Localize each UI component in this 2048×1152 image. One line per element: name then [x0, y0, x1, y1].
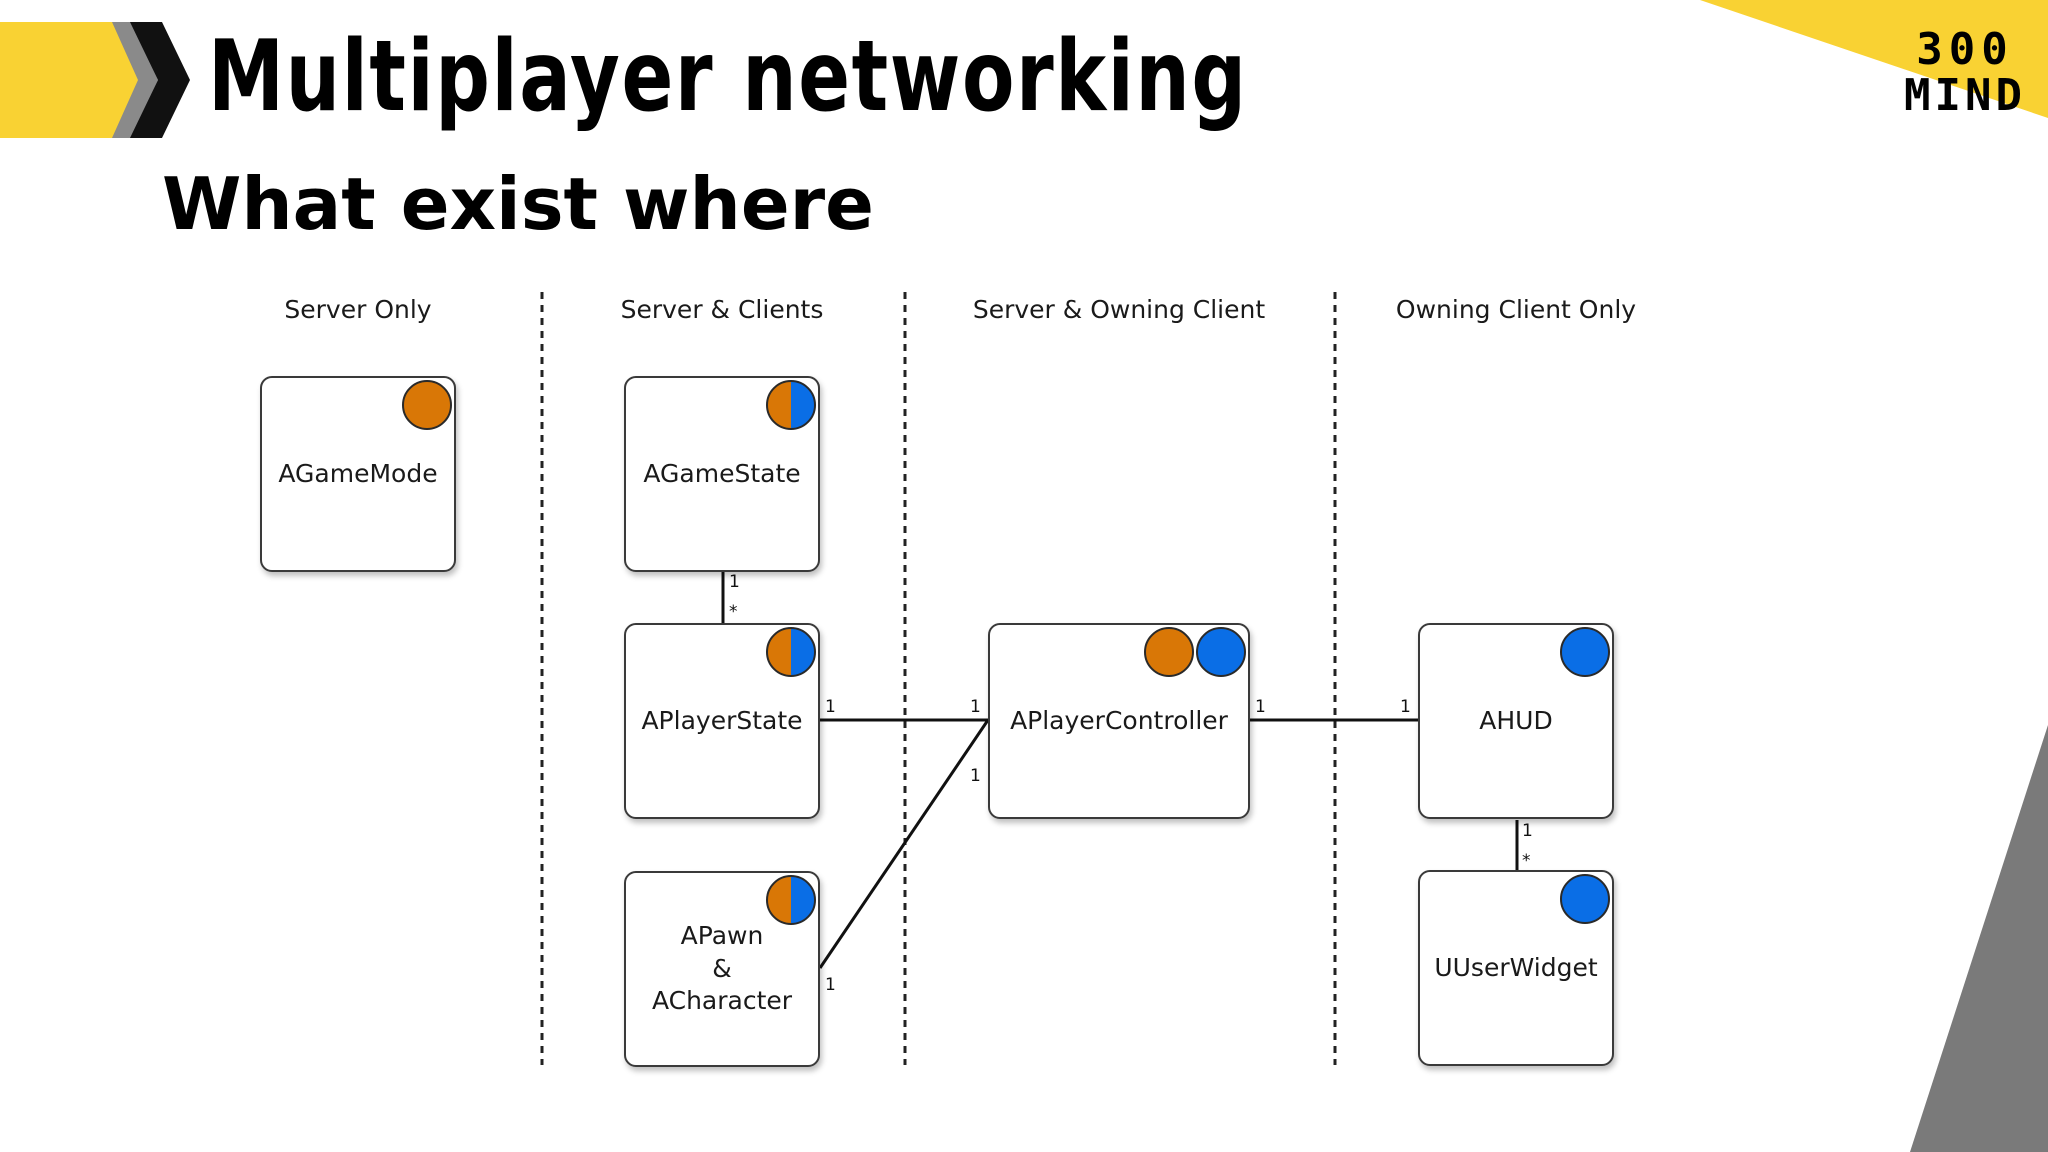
node-label: AHUD — [1479, 705, 1553, 735]
multiplicity-label: * — [1522, 851, 1531, 871]
multiplicity-label: * — [729, 602, 738, 622]
node-label: APlayerController — [1010, 705, 1228, 735]
node-aplayercontroller: APlayerController — [988, 623, 1250, 819]
node-apawn-acharacter: APawn & ACharacter — [624, 871, 820, 1067]
client-indicator-icon — [1560, 874, 1610, 924]
link-pawn-playercontroller — [818, 719, 990, 969]
server-client-indicator-icon — [766, 875, 816, 925]
node-ahud: AHUD — [1418, 623, 1614, 819]
node-label: APawn & ACharacter — [652, 920, 792, 1018]
column-label-server-only: Server Only — [284, 295, 432, 324]
node-uuserwidget: UUserWidget — [1418, 870, 1614, 1066]
column-label-owning-client-only: Owning Client Only — [1395, 295, 1637, 324]
node-agamestate: AGameState — [624, 376, 820, 572]
node-label: APlayerState — [641, 705, 803, 735]
slide-title: Multiplayer networking — [208, 20, 1248, 134]
server-client-indicator-icon — [766, 380, 816, 430]
column-label-server-and-owning-client: Server & Owning Client — [972, 295, 1266, 324]
logo-word: MIND — [1904, 70, 2026, 121]
multiplicity-label: 1 — [1255, 697, 1266, 717]
multiplicity-label: 1 — [825, 697, 836, 717]
brand-logo: 300 MIND — [1900, 28, 2030, 118]
node-label: UUserWidget — [1434, 952, 1598, 982]
column-label-server-and-clients: Server & Clients — [620, 295, 824, 324]
multiplicity-label: 1 — [825, 975, 836, 995]
multiplicity-label: 1 — [1400, 697, 1411, 717]
node-label-line: APawn — [680, 921, 764, 951]
node-aplayerstate: APlayerState — [624, 623, 820, 819]
node-label-line: ACharacter — [651, 986, 793, 1016]
multiplicity-label: 1 — [729, 572, 740, 592]
slide-subtitle: What exist where — [162, 162, 874, 246]
server-client-indicator-icon — [766, 627, 816, 677]
corner-yellow-triangle — [1700, 0, 2048, 118]
multiplicity-label: 1 — [970, 697, 981, 717]
client-indicator-icon — [1560, 627, 1610, 677]
server-indicator-icon — [402, 380, 452, 430]
node-label: AGameState — [643, 458, 801, 488]
node-agamemode: AGameMode — [260, 376, 456, 572]
header-gray-chevron — [112, 22, 158, 138]
node-label-line: & — [712, 953, 732, 983]
header-yellow-band — [0, 22, 142, 138]
multiplicity-label: 1 — [1522, 821, 1533, 841]
header-black-chevron — [130, 22, 190, 138]
client-indicator-icon — [1196, 627, 1246, 677]
node-label: AGameMode — [278, 458, 438, 488]
corner-gray-triangle — [1910, 725, 2048, 1152]
server-indicator-icon — [1144, 627, 1194, 677]
logo-number: 300 — [1916, 24, 2014, 75]
multiplicity-label: 1 — [970, 766, 981, 786]
